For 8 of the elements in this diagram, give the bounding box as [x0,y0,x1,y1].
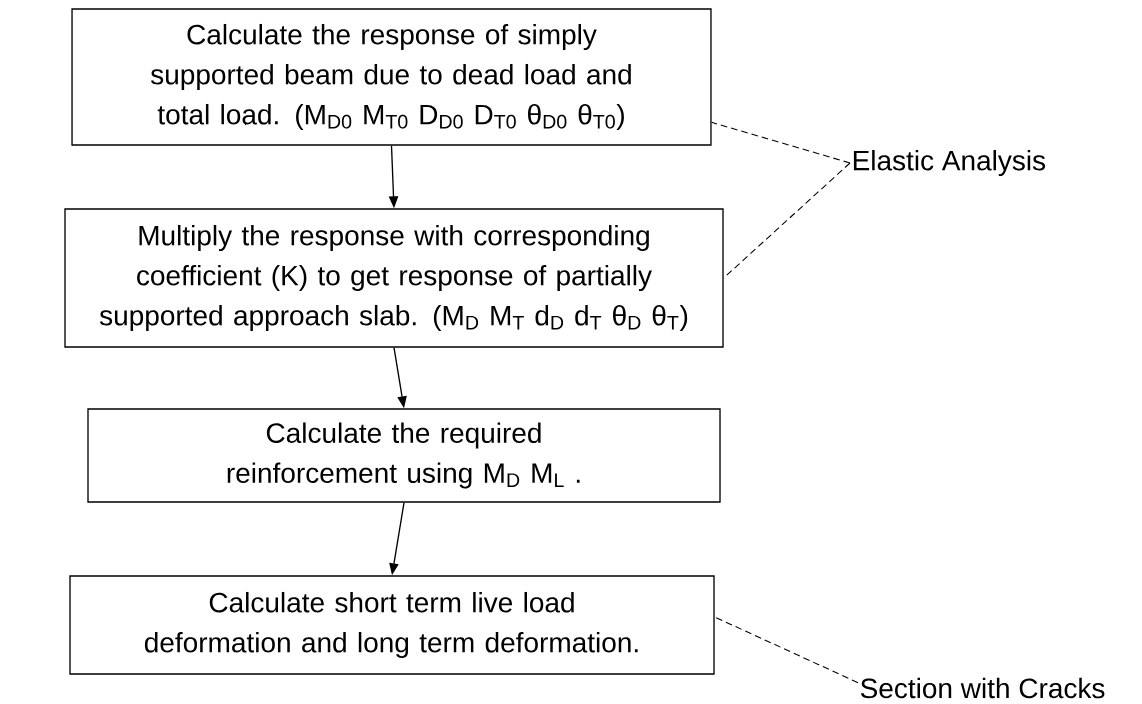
process-box: Calculate the response of simply supported beam due to dead load and total load. (M$_{D0}$ M$_{T0}$ D$_{D0}$ D$_{T0}$ θ$_{D0}$ θ$_{T0}$) [71,8,712,146]
process-box: Calculate the required reinforcement using M$_{D}$ M$_{L}$ . [87,408,721,503]
leader-line [714,616,859,684]
annotation-text: Elastic Analysis [853,149,1046,177]
leader-line [723,162,851,279]
process-box: Calculate short term live load deformation and long term deformation. [69,575,715,675]
annotation-text: Section with Cracks [860,677,1105,699]
process-box: Multiply the response with corresponding coefficient (K) to get response of partially supported approach slab. (M$_{D}$ M$_{T}$ d$_{D}$ d$_{T}$ θ$_{D}$ θ$_{T}$) [64,208,724,348]
